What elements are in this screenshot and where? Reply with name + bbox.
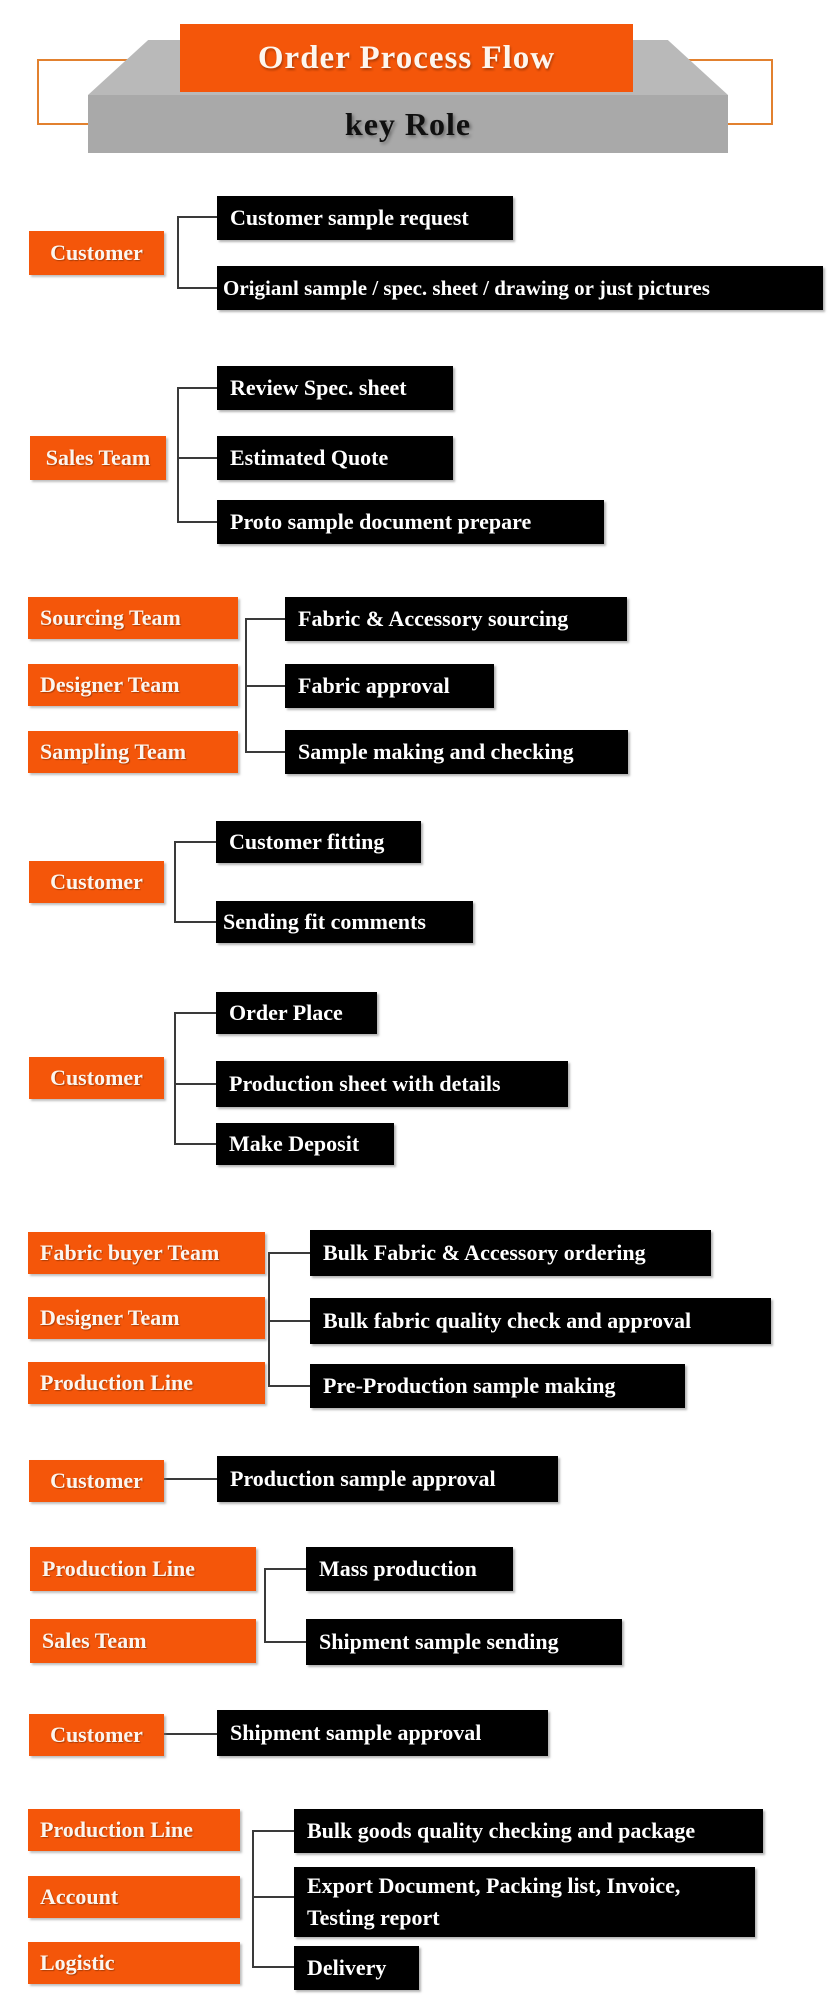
connector-stub — [252, 1830, 294, 1832]
role-box-customer: Customer — [29, 1714, 164, 1756]
connector-stub — [174, 921, 216, 923]
connector-stub — [177, 216, 217, 218]
role-box-designer-team: Designer Team — [28, 664, 238, 706]
role-box-logistic: Logistic — [28, 1942, 240, 1984]
step-box: Delivery — [294, 1946, 419, 1990]
connector-stub — [252, 1966, 294, 1968]
connector-stub — [174, 841, 216, 843]
step-box: Pre-Production sample making — [310, 1364, 685, 1408]
role-box-sourcing-team: Sourcing Team — [28, 597, 238, 639]
connector-vline — [174, 841, 176, 923]
step-box: Bulk goods quality checking and package — [294, 1809, 763, 1853]
step-box: Sending fit comments — [216, 901, 473, 943]
step-box: Fabric approval — [285, 664, 494, 708]
connector-stub — [264, 1641, 306, 1643]
role-box-customer: Customer — [29, 1057, 164, 1099]
role-box-sales-team: Sales Team — [30, 1619, 256, 1663]
step-box: Production sample approval — [217, 1456, 558, 1502]
connector-stub — [174, 1143, 216, 1145]
step-box: Make Deposit — [216, 1123, 394, 1165]
role-box-customer: Customer — [29, 861, 164, 903]
step-box: Bulk fabric quality check and approval — [310, 1298, 771, 1344]
step-box: Order Place — [216, 992, 377, 1034]
connector-stub — [264, 1568, 306, 1570]
role-box-designer-team: Designer Team — [28, 1297, 265, 1339]
role-box-production-line: Production Line — [28, 1809, 240, 1851]
role-box-customer: Customer — [29, 231, 164, 275]
connector-stub — [177, 287, 217, 289]
connector-stub — [177, 387, 217, 389]
step-box: Customer fitting — [216, 821, 421, 863]
role-box-sales-team: Sales Team — [30, 436, 166, 480]
connector-stub — [245, 751, 285, 753]
connector-vline — [177, 217, 179, 289]
connector-stub — [268, 1385, 310, 1387]
step-box: Mass production — [306, 1547, 513, 1591]
role-box-production-line: Production Line — [30, 1547, 256, 1591]
step-box: Origianl sample / spec. sheet / drawing … — [217, 266, 823, 310]
connector-stub — [252, 1896, 294, 1898]
connector-stub — [245, 685, 285, 687]
connector-vline — [177, 387, 179, 523]
connector-vline — [264, 1568, 266, 1643]
connector-stub — [268, 1252, 310, 1254]
step-box: Shipment sample approval — [217, 1710, 548, 1756]
step-box: Bulk Fabric & Accessory ordering — [310, 1230, 711, 1276]
podium-front-face: key Role — [88, 95, 728, 153]
header-title-box: Order Process Flow — [180, 24, 633, 92]
step-box: Shipment sample sending — [306, 1619, 622, 1665]
role-box-sampling-team: Sampling Team — [28, 731, 238, 773]
connector-stub — [177, 521, 217, 523]
step-box: Export Document, Packing list, Invoice, … — [294, 1867, 755, 1937]
step-box: Sample making and checking — [285, 730, 628, 774]
step-box: Fabric & Accessory sourcing — [285, 597, 627, 641]
role-box-production-line: Production Line — [28, 1362, 265, 1404]
step-box: Estimated Quote — [217, 436, 453, 480]
role-box-account: Account — [28, 1876, 240, 1918]
connector-hline — [164, 1733, 217, 1735]
step-box: Review Spec. sheet — [217, 366, 453, 410]
step-box: Customer sample request — [217, 196, 513, 240]
connector-stub — [174, 1012, 216, 1014]
connector-stub — [268, 1320, 310, 1322]
connector-vline — [174, 1012, 176, 1145]
step-box: Proto sample document prepare — [217, 500, 604, 544]
connector-stub — [174, 1083, 216, 1085]
connector-vline — [268, 1252, 270, 1387]
connector-stub — [177, 457, 217, 459]
header-subtitle: key Role — [344, 105, 472, 142]
connector-hline — [164, 1478, 217, 1480]
role-box-customer: Customer — [29, 1460, 164, 1502]
step-box: Production sheet with details — [216, 1061, 568, 1107]
page-title: Order Process Flow — [257, 39, 556, 76]
role-box-fabric-buyer-team: Fabric buyer Team — [28, 1232, 265, 1274]
connector-vline — [252, 1830, 254, 1968]
connector-stub — [245, 618, 285, 620]
